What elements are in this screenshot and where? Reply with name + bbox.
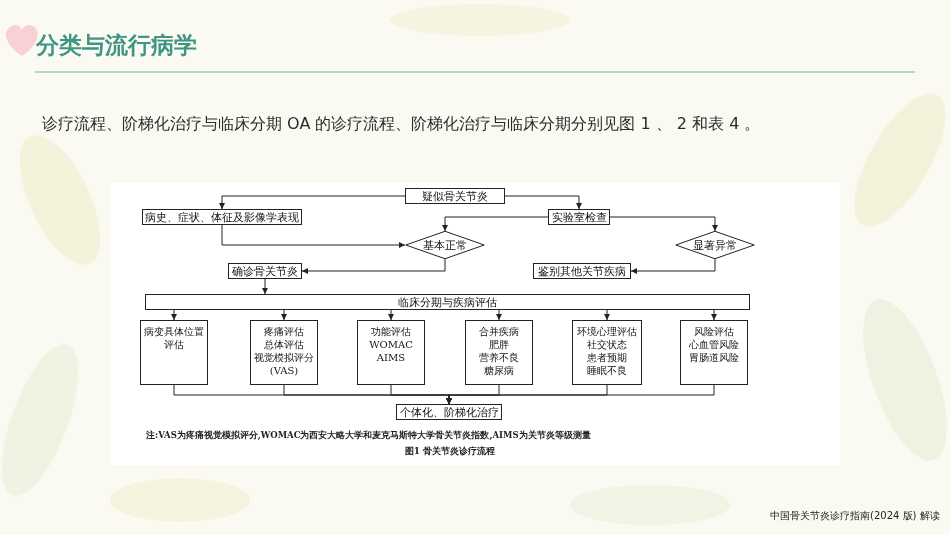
node-text: 社交状态 [587,338,627,351]
flow-arrow [391,385,449,404]
node-text: 疼痛评估 [264,325,304,338]
leaf [110,478,250,522]
flow-arrow [302,259,445,271]
node-text: 病变具体位置评估 [141,325,207,351]
leaf-decoration [0,4,950,525]
flow-arrow [631,259,715,271]
flow-arrow [505,196,579,209]
flow-arrow [714,310,715,320]
decision-diamond: 基本正常 [405,231,485,259]
flow-arrow [449,385,499,404]
node-text: 视觉模拟评分 (VAS) [251,351,317,377]
flow-arrow [284,310,285,320]
leaf [3,124,117,276]
title-rule [35,71,915,73]
node-text: 功能评估 [371,325,411,338]
node-text: 肥胖 [489,338,509,351]
assessment-box: 风险评估心血管风险胃肠道风险 [680,320,748,385]
flow-arrow [284,385,449,404]
leaf [846,289,950,471]
assessment-box: 病变具体位置评估 [140,320,208,385]
assessment-box: 功能评估WOMACAIMS [357,320,425,385]
node-text: 临床分期与疾病评估 [398,296,497,309]
node-text: AIMS [377,351,405,364]
assessment-band: 临床分期与疾病评估 [145,294,750,310]
result-box: 确诊骨关节炎 [228,263,302,279]
treatment-box: 个体化、阶梯化治疗 [396,404,502,420]
node-text: 风险评估 [694,325,734,338]
flow-arrow [610,217,715,231]
flow-arrow [499,310,500,320]
node-text: 营养不良 [479,351,519,364]
flow-arrow [391,310,392,320]
node-text: 总体评估 [264,338,304,351]
assessment-box: 环境心理评估社交状态患者预期睡眠不良 [572,320,642,385]
flow-arrow [222,225,405,245]
leaf [390,4,570,36]
flow-arrow [607,310,608,320]
assessment-box: 合并疾病肥胖营养不良糖尿病 [465,320,533,385]
node-text: 实验室检查 [552,211,607,224]
result-box: 鉴别其他关节疾病 [533,263,631,279]
node-text: 疑似骨关节炎 [422,190,488,203]
start-box: 疑似骨关节炎 [405,188,505,204]
slide-title: 分类与流行病学 [36,30,197,61]
node-text: 糖尿病 [484,364,514,377]
diamond-shape [676,231,754,258]
flow-arrow [445,217,548,231]
figure-caption: 图1 骨关节炎诊疗流程 [360,445,540,458]
node-text: 个体化、阶梯化治疗 [400,406,499,419]
process-box: 病史、症状、体征及影像学表现 [142,209,302,225]
figure-note: 注:VAS为疼痛视觉模拟评分,WOMAC为西安大略大学和麦克马斯特大学骨关节炎指… [146,430,806,442]
node-text: WOMAC [369,338,413,351]
process-box: 实验室检查 [548,209,610,225]
node-text: 显著异常 [693,239,737,252]
leaf [837,80,950,240]
node-text: 环境心理评估 [577,325,637,338]
node-text: 患者预期 [587,351,627,364]
leaf [0,335,94,505]
flow-arrow [449,385,714,404]
node-text: 鉴别其他关节疾病 [538,265,626,278]
body-text: 诊疗流程、阶梯化治疗与临床分期 OA 的诊疗流程、阶梯化治疗与临床分期分别见图 … [42,113,922,135]
node-text: 合并疾病 [479,325,519,338]
flow-arrow [449,385,607,404]
node-text: 胃肠道风险 [689,351,739,364]
node-text: 睡眠不良 [587,364,627,377]
decision-diamond: 显著异常 [675,231,755,259]
flow-arrow [265,279,266,294]
node-text: 基本正常 [423,239,467,252]
flow-arrow [174,385,449,404]
heart-icon [6,25,38,56]
assessment-box: 疼痛评估总体评估视觉模拟评分 (VAS) [250,320,318,385]
diamond-shape [406,231,484,258]
flow-arrow [174,310,175,320]
source-footer: 中国骨关节炎诊疗指南(2024 版) 解读 [770,509,945,523]
node-text: 心血管风险 [689,338,739,351]
flow-arrow [222,196,405,209]
node-text: 确诊骨关节炎 [232,265,298,278]
node-text: 病史、症状、体征及影像学表现 [145,211,299,224]
leaf [570,485,730,525]
figure-panel [110,183,840,465]
